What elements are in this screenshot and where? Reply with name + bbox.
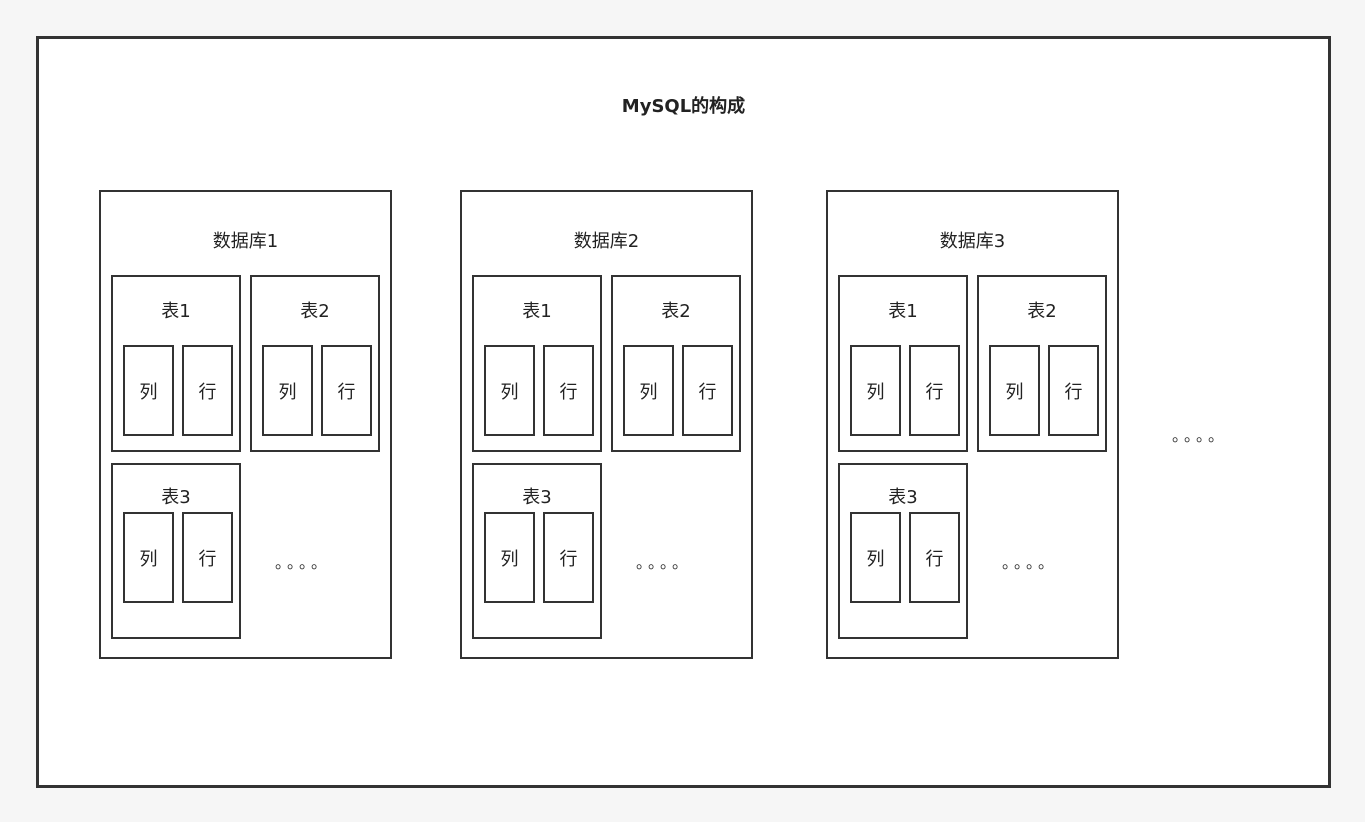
table-label: 表3 (522, 487, 552, 508)
table-box-3: 表3 列 行 (472, 463, 602, 639)
diagram-title: MySQL的构成 (621, 96, 746, 117)
database-box-1: 数据库1 表1 列 行 表2 列 行 表3 列 行 。。。。 (99, 190, 392, 659)
more-databases-ellipsis: 。。。。 (1172, 426, 1229, 445)
column-box: 列 (850, 512, 901, 603)
table-box-3: 表3 列 行 (838, 463, 968, 639)
row-box: 行 (182, 345, 233, 436)
table-label: 表2 (300, 301, 330, 322)
row-box: 行 (682, 345, 733, 436)
row-box: 行 (543, 512, 594, 603)
table-box-1: 表1 列 行 (472, 275, 602, 452)
database-label: 数据库3 (939, 231, 1006, 252)
table-label: 表2 (661, 301, 691, 322)
table-box-2: 表2 列 行 (250, 275, 380, 452)
table-box-1: 表1 列 行 (111, 275, 241, 452)
table-box-1: 表1 列 行 (838, 275, 968, 452)
row-box: 行 (909, 345, 960, 436)
mysql-structure-diagram: MySQL的构成 数据库1 表1 列 行 表2 列 行 表3 列 行 。。。。 … (36, 36, 1331, 788)
more-tables-ellipsis: 。。。。 (636, 553, 693, 572)
row-box: 行 (543, 345, 594, 436)
table-label: 表1 (888, 301, 918, 322)
row-box: 行 (182, 512, 233, 603)
table-label: 表3 (161, 487, 191, 508)
table-label: 表1 (161, 301, 191, 322)
column-box: 列 (623, 345, 674, 436)
row-box: 行 (909, 512, 960, 603)
table-label: 表1 (522, 301, 552, 322)
more-tables-ellipsis: 。。。。 (275, 553, 332, 572)
database-label: 数据库1 (212, 231, 279, 252)
database-box-2: 数据库2 表1 列 行 表2 列 行 表3 列 行 。。。。 (460, 190, 753, 659)
database-box-3: 数据库3 表1 列 行 表2 列 行 表3 列 行 。。。。 (826, 190, 1119, 659)
column-box: 列 (262, 345, 313, 436)
table-label: 表2 (1027, 301, 1057, 322)
row-box: 行 (321, 345, 372, 436)
database-label: 数据库2 (573, 231, 640, 252)
column-box: 列 (484, 512, 535, 603)
table-box-3: 表3 列 行 (111, 463, 241, 639)
column-box: 列 (123, 345, 174, 436)
row-box: 行 (1048, 345, 1099, 436)
table-box-2: 表2 列 行 (977, 275, 1107, 452)
table-label: 表3 (888, 487, 918, 508)
more-tables-ellipsis: 。。。。 (1002, 553, 1059, 572)
column-box: 列 (484, 345, 535, 436)
column-box: 列 (989, 345, 1040, 436)
column-box: 列 (123, 512, 174, 603)
column-box: 列 (850, 345, 901, 436)
table-box-2: 表2 列 行 (611, 275, 741, 452)
